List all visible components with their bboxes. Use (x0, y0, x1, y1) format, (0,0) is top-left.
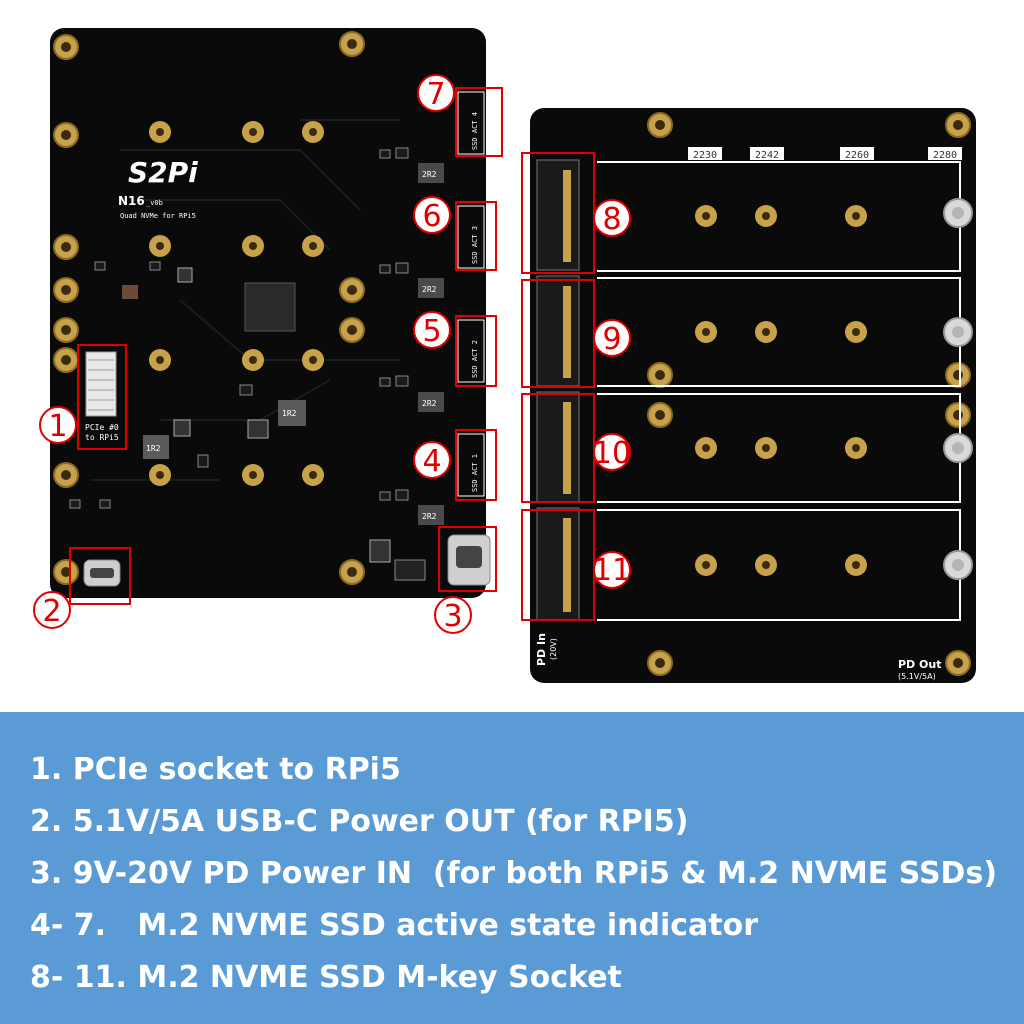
left-board: S2Pi N16 _v0b Quad NVMe for RPi5 PCIe #0… (50, 28, 491, 598)
pcie-fpc-connector (85, 351, 117, 417)
callout-marker-11: 11 (593, 551, 631, 589)
pd-out-label: PD Out (898, 658, 941, 671)
size-label-2242: 2242 (755, 150, 779, 161)
svg-text:2: 2 (42, 594, 61, 629)
legend-item-5: 8- 11. M.2 NVME SSD M-key Socket (30, 960, 622, 995)
callout-marker-3: 3 (434, 596, 472, 634)
inductor-label: 2R2 (422, 170, 437, 179)
boards-illustration: S2Pi N16 _v0b Quad NVMe for RPi5 PCIe #0… (33, 28, 976, 683)
legend-item-3: 3. 9V-20V PD Power IN (for both RPi5 & M… (30, 856, 998, 891)
act-label-1: SSD ACT 1 (471, 454, 479, 492)
svg-text:5: 5 (422, 314, 441, 349)
pcie-label-line2: to RPi5 (85, 433, 119, 442)
board-model: N16 (118, 194, 145, 208)
svg-text:7: 7 (426, 77, 445, 112)
svg-text:6: 6 (422, 199, 441, 234)
pd-in-sub: (20V) (549, 638, 558, 660)
svg-text:1: 1 (48, 409, 67, 444)
svg-text:9: 9 (602, 322, 621, 357)
brand-logo: S2Pi (128, 156, 198, 189)
legend-item-4: 4- 7. M.2 NVME SSD active state indicato… (30, 908, 759, 943)
callout-marker-1: 1 (39, 406, 77, 444)
legend-item-2: 2. 5.1V/5A USB-C Power OUT (for RPI5) (30, 804, 689, 839)
size-label-2230: 2230 (693, 150, 717, 161)
ssd-size-labels: 2230 2242 2260 2280 (688, 147, 962, 161)
callout-marker-6: 6 (413, 196, 451, 234)
callout-marker-9: 9 (593, 319, 631, 357)
board-subtitle: Quad NVMe for RPi5 (120, 212, 196, 220)
act-label-4: SSD ACT 4 (471, 112, 479, 150)
svg-text:10: 10 (593, 436, 631, 471)
callout-marker-4: 4 (413, 441, 451, 479)
pd-out-sub: (5.1V/5A) (898, 672, 936, 681)
inductor-label: 2R2 (422, 512, 437, 521)
inductor-label: 2R2 (422, 285, 437, 294)
callout-marker-10: 10 (593, 433, 631, 471)
act-label-2: SSD ACT 2 (471, 340, 479, 378)
pcie-label-line1: PCIe #0 (85, 423, 119, 432)
board-version: _v0b (146, 199, 163, 207)
svg-text:8: 8 (602, 202, 621, 237)
pcie-switch-chip (244, 282, 296, 332)
legend-panel: 1. PCIe socket to RPi5 2. 5.1V/5A USB-C … (0, 712, 1024, 1024)
right-board: 2230 2242 2260 2280 (530, 108, 976, 683)
svg-text:3: 3 (443, 599, 462, 634)
svg-text:11: 11 (593, 553, 631, 588)
inductor-label: 2R2 (422, 399, 437, 408)
legend-item-1: 1. PCIe socket to RPi5 (30, 752, 401, 787)
left-mounting-pads (53, 31, 365, 585)
size-label-2280: 2280 (933, 150, 957, 161)
inductor-label: 1R2 (282, 409, 297, 418)
act-label-3: SSD ACT 3 (471, 226, 479, 264)
pd-in-label: PD In (535, 633, 548, 666)
callout-marker-7: 7 (417, 74, 455, 112)
product-photo: S2Pi N16 _v0b Quad NVMe for RPi5 PCIe #0… (33, 28, 976, 683)
callout-marker-2: 2 (33, 591, 71, 629)
inductor-label: 1R2 (146, 444, 161, 453)
size-label-2260: 2260 (845, 150, 869, 161)
callout-marker-8: 8 (593, 199, 631, 237)
callout-marker-5: 5 (413, 311, 451, 349)
svg-text:4: 4 (422, 444, 441, 479)
